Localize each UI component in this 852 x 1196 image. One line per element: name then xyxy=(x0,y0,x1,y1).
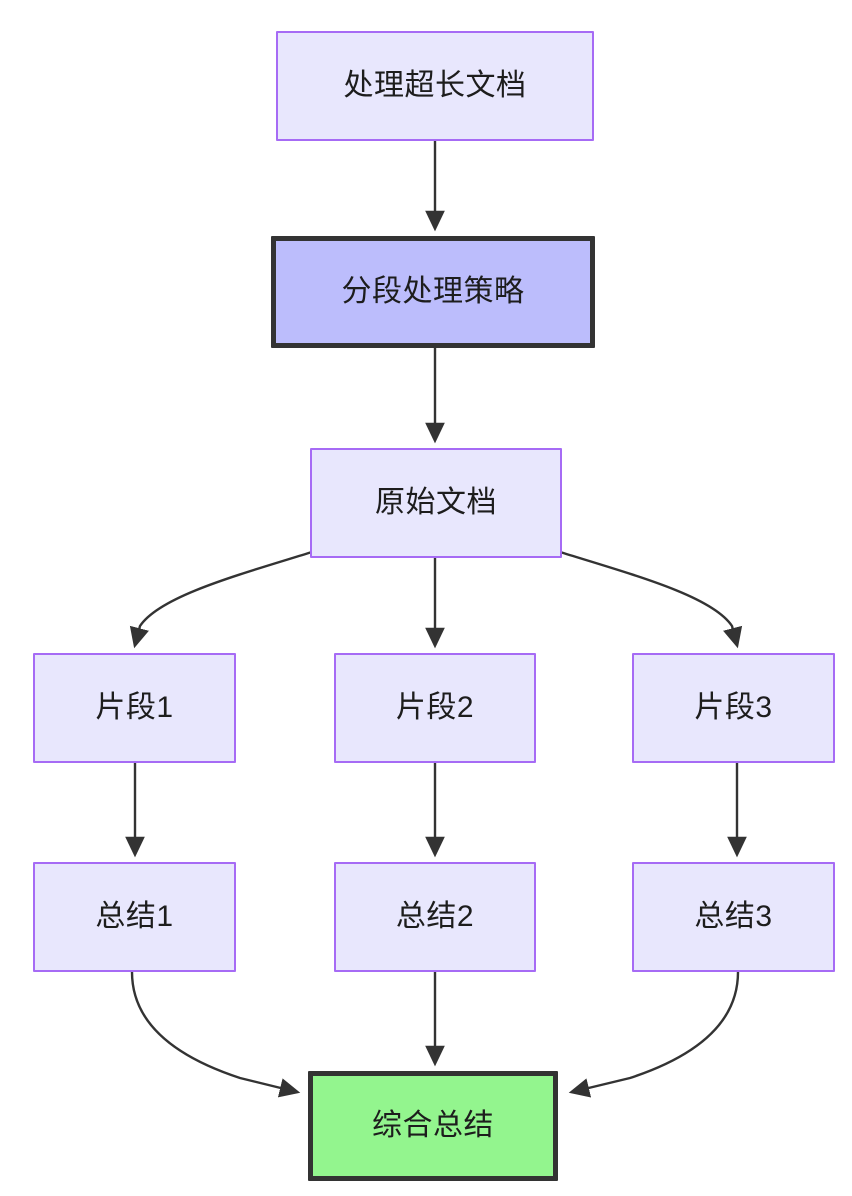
edge-n9-to-n10 xyxy=(568,971,740,1098)
node-label: 处理超长文档 xyxy=(343,69,527,102)
node-label: 片段3 xyxy=(694,691,773,724)
node-label: 总结2 xyxy=(395,900,475,933)
edge-n3-to-n4 xyxy=(129,550,313,649)
node-original-document[interactable]: 原始文档 xyxy=(310,448,562,558)
node-summary-2[interactable]: 总结2 xyxy=(334,862,536,972)
edge-n3-to-n6 xyxy=(559,550,743,649)
node-segment-2[interactable]: 片段2 xyxy=(334,653,536,763)
node-summary-1[interactable]: 总结1 xyxy=(33,862,236,972)
node-label: 片段1 xyxy=(95,691,174,724)
edge-n7-to-n10 xyxy=(130,971,301,1098)
node-label: 原始文档 xyxy=(375,486,497,519)
node-segment-1[interactable]: 片段1 xyxy=(33,653,236,763)
node-label: 综合总结 xyxy=(372,1109,494,1142)
node-chunking-strategy[interactable]: 分段处理策略 xyxy=(271,236,595,348)
node-label: 总结1 xyxy=(95,900,174,933)
node-segment-3[interactable]: 片段3 xyxy=(632,653,835,763)
node-label: 片段2 xyxy=(395,691,475,724)
node-comprehensive-summary[interactable]: 综合总结 xyxy=(308,1071,558,1181)
node-label: 总结3 xyxy=(694,900,773,933)
node-label: 分段处理策略 xyxy=(341,275,525,308)
node-process-long-document[interactable]: 处理超长文档 xyxy=(276,31,594,141)
node-summary-3[interactable]: 总结3 xyxy=(632,862,835,972)
